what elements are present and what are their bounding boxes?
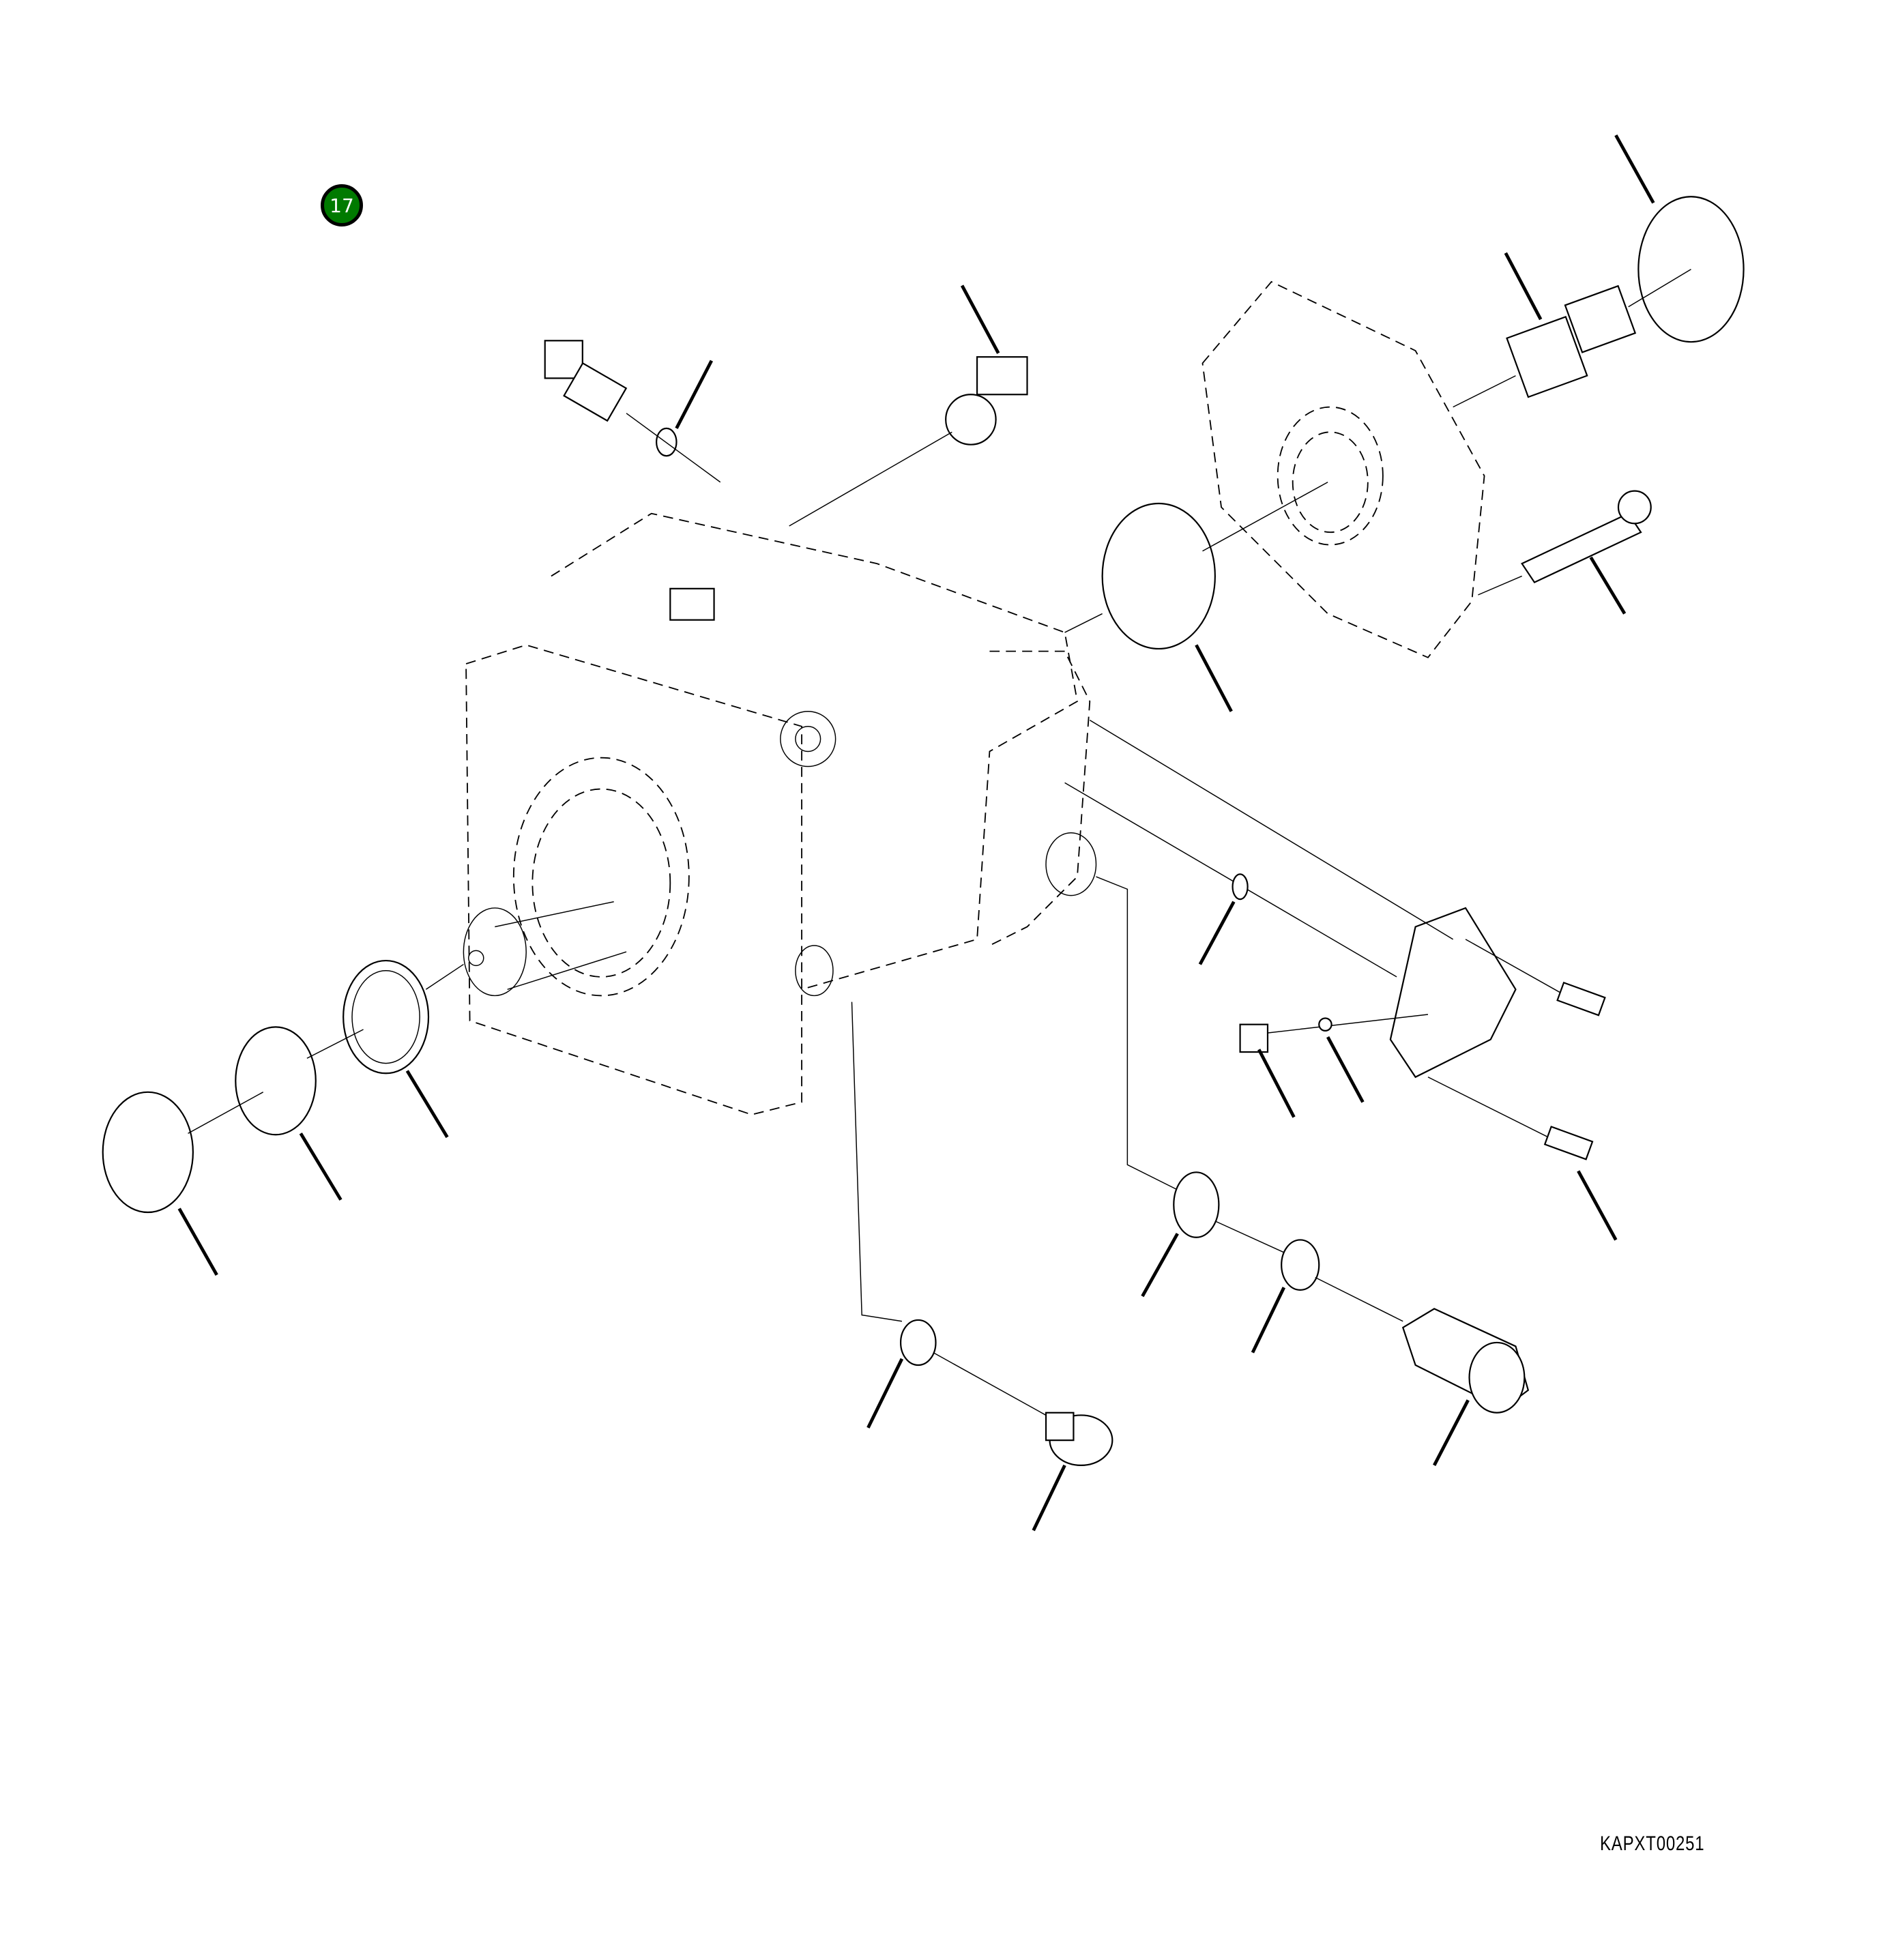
drawing-code: KAPXT00251 bbox=[1600, 1832, 1705, 1855]
leader-lines bbox=[177, 134, 1655, 1532]
pump-housing bbox=[463, 512, 1097, 1115]
callout-badge[interactable]: 17 bbox=[321, 184, 363, 226]
rings bbox=[102, 959, 464, 1214]
flange-plate bbox=[1064, 196, 1745, 658]
small-parts bbox=[544, 340, 1606, 1466]
